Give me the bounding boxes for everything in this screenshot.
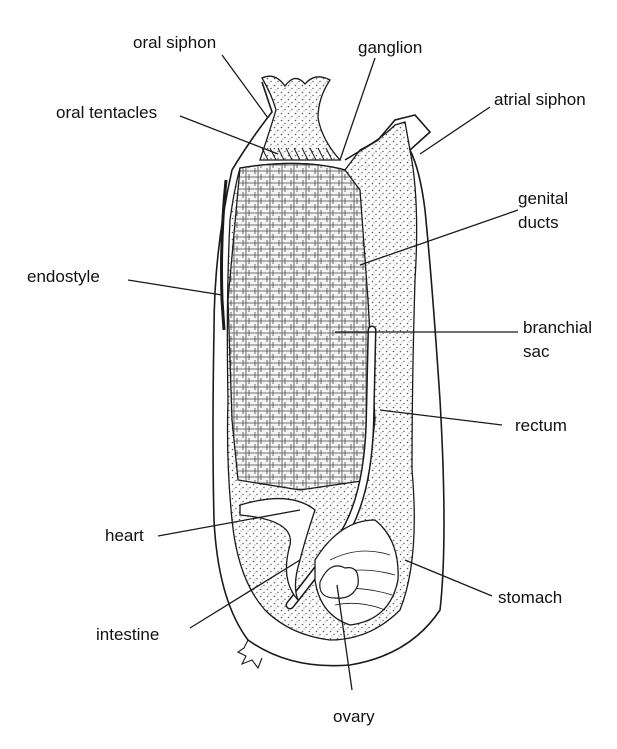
- label-stomach: stomach: [498, 588, 562, 608]
- endostyle-shape: [222, 180, 227, 330]
- leader-endostyle: [128, 280, 222, 295]
- label-branchial-sac-line1: branchial: [523, 318, 592, 338]
- label-rectum: rectum: [515, 416, 567, 436]
- leader-atrial-siphon: [420, 107, 490, 154]
- label-intestine: intestine: [96, 625, 159, 645]
- label-endostyle: endostyle: [27, 267, 100, 287]
- label-ovary: ovary: [333, 707, 375, 727]
- label-branchial-sac-line2: sac: [523, 342, 549, 362]
- label-ganglion: ganglion: [358, 38, 422, 58]
- leader-oral-siphon: [222, 55, 268, 118]
- oral-siphon-shape: [260, 76, 340, 160]
- label-heart: heart: [105, 526, 144, 546]
- base-frill: [238, 640, 262, 668]
- leader-stomach: [405, 560, 492, 596]
- leader-oral-tentacles: [180, 116, 278, 154]
- label-oral-tentacles: oral tentacles: [56, 103, 157, 123]
- label-genital-ducts-line1: genital: [518, 189, 568, 209]
- label-atrial-siphon: atrial siphon: [494, 90, 586, 110]
- label-genital-ducts-line2: ducts: [518, 213, 559, 233]
- label-oral-siphon: oral siphon: [133, 33, 216, 53]
